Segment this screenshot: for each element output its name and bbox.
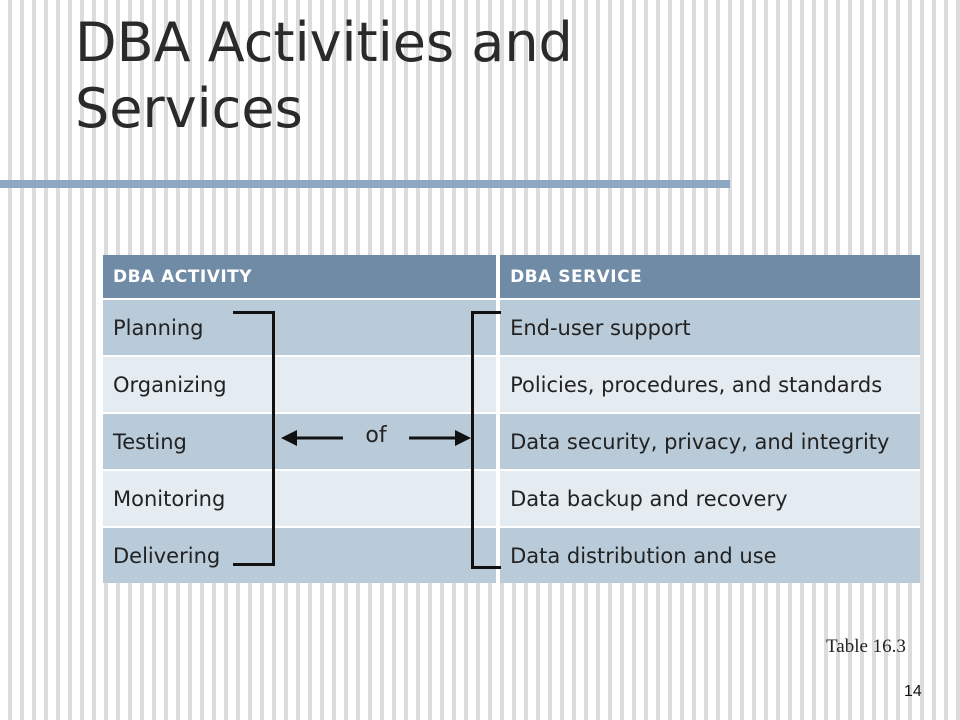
table-grid: DBA ACTIVITY DBA SERVICE Planning End-us… (103, 255, 920, 583)
bidirectional-arrows (281, 430, 471, 446)
header-activity-cell: DBA ACTIVITY (103, 255, 497, 298)
activity-text: Planning (113, 315, 204, 340)
activity-text: Monitoring (113, 486, 226, 511)
activity-cell: Delivering (103, 528, 497, 583)
right-arrow-icon (409, 430, 471, 446)
service-text: Data security, privacy, and integrity (510, 429, 890, 454)
activity-text: Organizing (113, 372, 227, 397)
title-underline (0, 180, 730, 188)
activity-cell: Planning (103, 300, 497, 355)
table-row: Organizing Policies, procedures, and sta… (103, 355, 920, 412)
activity-cell: Testing (103, 414, 497, 469)
activity-text: Testing (113, 429, 187, 454)
column-divider (496, 471, 501, 526)
header-activity: DBA ACTIVITY (113, 266, 253, 287)
service-text: End-user support (510, 315, 691, 340)
slide-title: DBA Activities and Services (75, 11, 573, 140)
table-row: Testing Data security, privacy, and inte… (103, 412, 920, 469)
column-divider (496, 414, 501, 469)
activity-text: Delivering (113, 543, 221, 568)
service-cell: Data backup and recovery (500, 471, 920, 526)
left-arrow-icon (281, 430, 343, 446)
column-divider (496, 528, 501, 583)
column-divider (496, 255, 501, 298)
page-number: 14 (904, 683, 922, 700)
table-row: Delivering Data distribution and use (103, 526, 920, 583)
right-bracket (471, 311, 501, 569)
table-row: Planning End-user support (103, 298, 920, 355)
service-cell: Data security, privacy, and integrity (500, 414, 920, 469)
service-cell: End-user support (500, 300, 920, 355)
activity-cell: Monitoring (103, 471, 497, 526)
service-text: Policies, procedures, and standards (510, 372, 883, 397)
column-divider (496, 357, 501, 412)
service-cell: Policies, procedures, and standards (500, 357, 920, 412)
service-text: Data distribution and use (510, 543, 777, 568)
service-cell: Data distribution and use (500, 528, 920, 583)
column-divider (496, 300, 501, 355)
dba-table: DBA ACTIVITY DBA SERVICE Planning End-us… (103, 255, 920, 583)
table-header-row: DBA ACTIVITY DBA SERVICE (103, 255, 920, 298)
connector-label: of (365, 423, 387, 448)
table-caption: Table 16.3 (826, 636, 906, 657)
activity-cell: Organizing (103, 357, 497, 412)
table-row: Monitoring Data backup and recovery (103, 469, 920, 526)
left-bracket (233, 311, 275, 566)
service-text: Data backup and recovery (510, 486, 788, 511)
header-service: DBA SERVICE (510, 266, 643, 287)
header-service-cell: DBA SERVICE (500, 255, 920, 298)
